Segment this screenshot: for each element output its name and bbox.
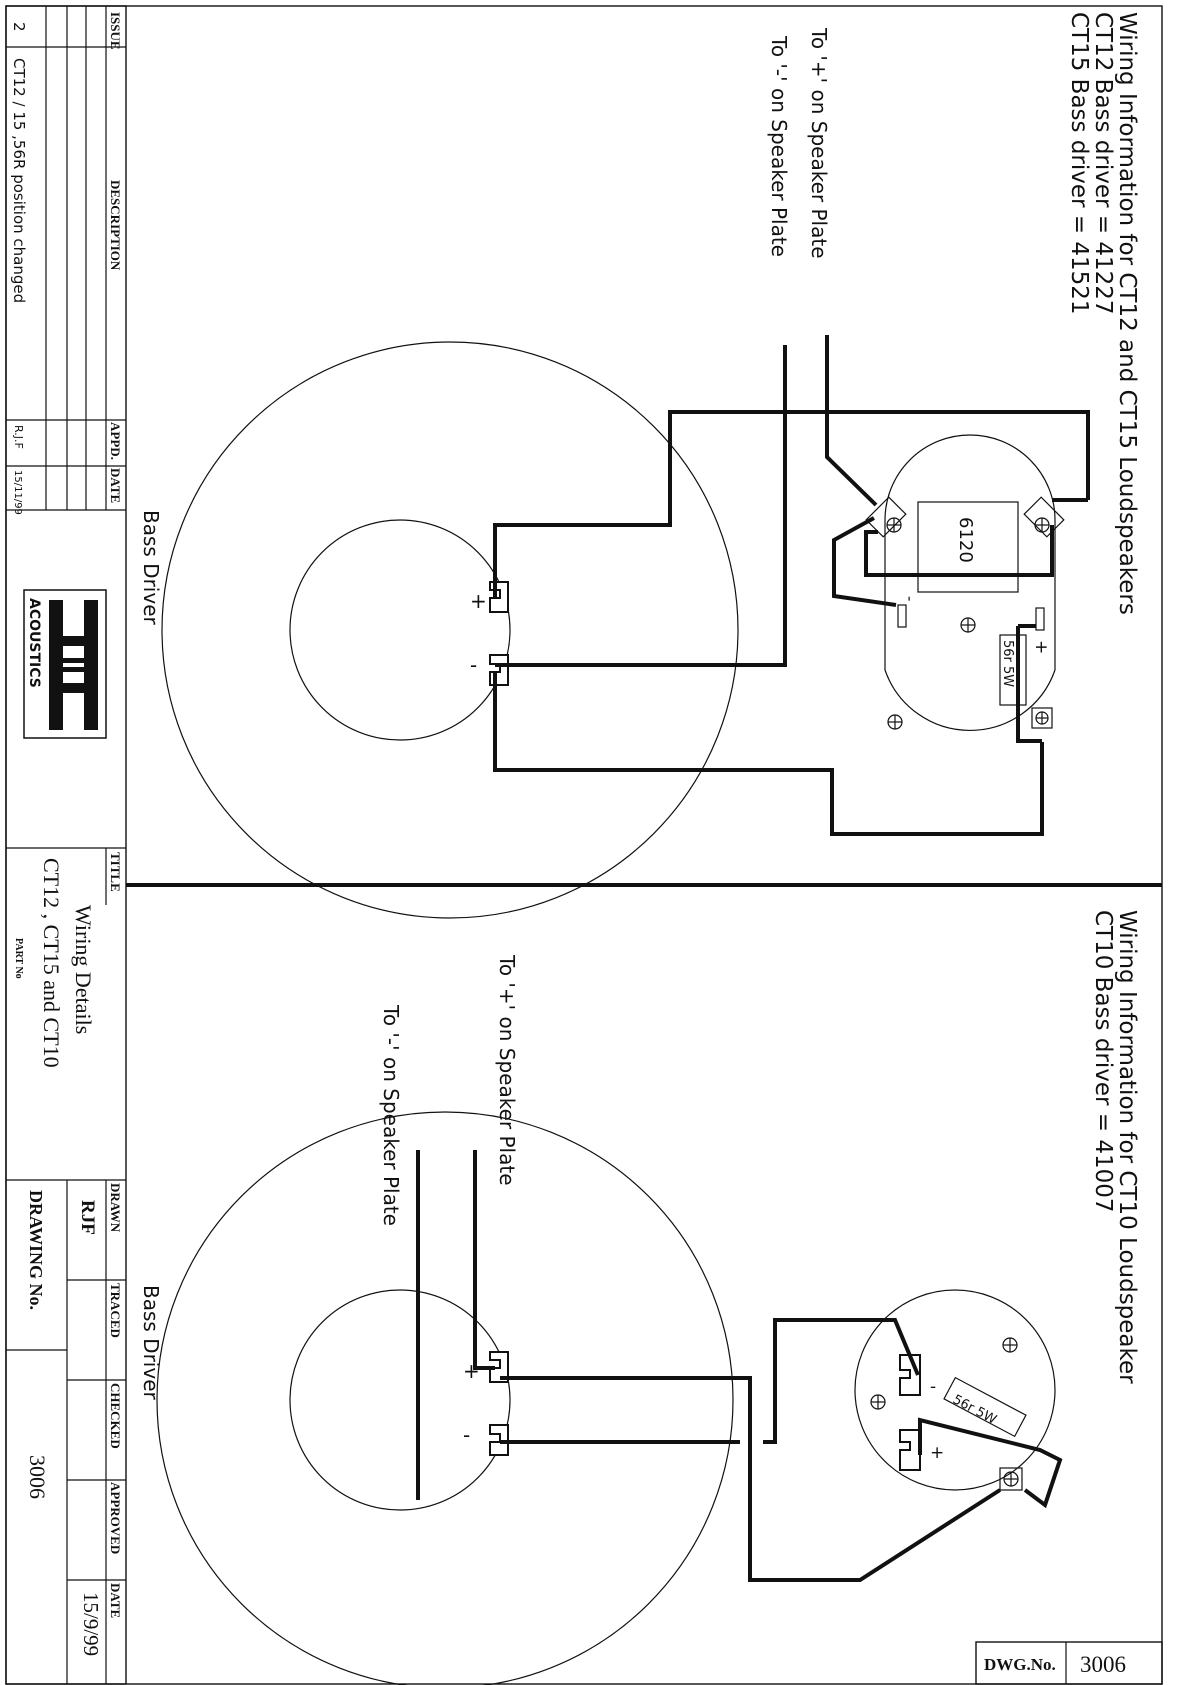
bottom-title-line1: Wiring Information for CT10 Loudspeaker [1114,910,1140,1384]
date-header: DATE [108,468,123,503]
part-no-label: PART No [13,938,24,979]
description-header: DESCRIPTION [108,180,123,271]
hh-acoustics-logo: ACOUSTICS [23,589,107,739]
bottom-wire-plus-route [500,1376,1002,1582]
dwg-no-value: 3006 [1080,1652,1126,1677]
top-title-line1: Wiring Information for CT12 and CT15 Lou… [1114,12,1140,615]
dwg-no-box: DWG.No. 3006 [975,1641,1163,1685]
dwg-no-label: DWG.No. [984,1655,1056,1674]
top-tag-left [865,496,907,538]
top-resistor-label: 56r 5W [1000,640,1015,687]
sheet-border [5,5,1163,1685]
logo-text: ACOUSTICS [26,598,42,688]
top-bass-driver-label: Bass Driver [139,510,163,625]
bottom-minus-sign: - [463,1423,470,1447]
bottom-resistor [943,1376,1027,1438]
top-minus-sign: - [470,653,477,677]
drawn-by: RJF [77,1200,98,1235]
bottom-board-minus: - [930,1377,936,1397]
top-wire-loop-left [832,516,897,607]
bottom-bass-driver-cone [289,1289,511,1511]
top-wire-minus-route [493,672,1044,836]
top-wire-plus-route [493,410,1090,597]
top-tag-right [1023,496,1065,538]
bottom-bass-driver-label: Bass Driver [139,1285,163,1400]
top-wire-resistor [1016,626,1042,743]
bottom-wire-resistor-loop [918,1417,1063,1509]
issue-description: CT12 / 15 ,56R position changed [10,58,28,303]
bottom-wire-minus-route [763,1318,920,1444]
bottom-resistor-label: 56r 5W [950,1392,999,1427]
bottom-minus-terminal [489,1424,509,1456]
checked-header: CHECKED [108,1383,123,1449]
bottom-board-plus-tab [899,1429,921,1471]
date-column-header: DATE [108,1583,123,1618]
top-plus-terminal [489,581,509,613]
top-minus-terminal [489,654,509,686]
top-resistor [999,634,1027,706]
title-header: TITLE [108,852,123,892]
top-bass-driver-outer [161,341,739,919]
top-crossover-component [917,501,1019,593]
drawing-date: 15/9/99 [79,1592,103,1656]
drawing-no-value: 3006 [25,1455,50,1499]
bottom-board-plus: + [930,1443,944,1463]
top-board-minus: - [901,596,919,601]
bottom-bass-driver-outer [156,1111,734,1685]
top-plus-lead [825,335,878,507]
top-minus-lead [495,345,787,667]
issue-number: 2 [10,22,28,32]
top-crossover-part: 6120 [955,517,976,563]
bottom-title-line2: CT10 Bass driver = 41007 [1090,910,1116,1213]
top-screw-holes [886,517,1053,730]
top-plus-sign: + [470,589,487,613]
ct10-diagram: Wiring Information for CT10 Loudspeaker … [139,910,1140,1685]
drawn-header: DRAWN [108,1183,123,1233]
drawing-title-line1: Wiring Details [71,905,96,1034]
top-board-minus-tab [897,604,907,628]
issue-date: 15/11/99 [12,470,23,515]
traced-header: TRACED [108,1283,123,1338]
top-title-line2: CT12 Bass driver = 41227 [1090,12,1116,315]
issue-header: ISSUE [108,12,123,50]
bottom-minus-label: To '-' on Speaker Plate [379,1004,403,1226]
bottom-plus-lead [473,1150,495,1370]
top-wire-loop-mid [864,525,1054,577]
bottom-crossover-board [854,1289,1056,1491]
bottom-plus-label: To '+' on Speaker Plate [495,954,519,1186]
top-title-line3: CT15 Bass driver = 41521 [1066,12,1092,315]
ct12-ct15-diagram: Wiring Information for CT12 and CT15 Lou… [139,12,1140,919]
top-minus-label: To '-' on Speaker Plate [767,35,791,257]
issue-approved-by: R.J.F [12,425,25,449]
appd-header: APPD. [108,422,123,460]
top-bass-driver-cone [289,519,511,741]
top-board-plus: + [1031,640,1051,654]
top-board-plus-tab [1035,607,1045,631]
top-crossover-board [884,434,1056,731]
bottom-screw-holes [870,1337,1023,1491]
bottom-plus-sign: + [463,1359,480,1383]
drawing-no-label: DRAWING No. [26,1190,46,1310]
title-block: ISSUE DESCRIPTION APPD. DATE 2 CT12 / 15… [5,5,127,1685]
approved-header: APPROVED [108,1482,123,1554]
top-plus-label: To '+' on Speaker Plate [807,27,831,259]
drawing-title-line2: CT12 , CT15 and CT10 [39,858,64,1068]
